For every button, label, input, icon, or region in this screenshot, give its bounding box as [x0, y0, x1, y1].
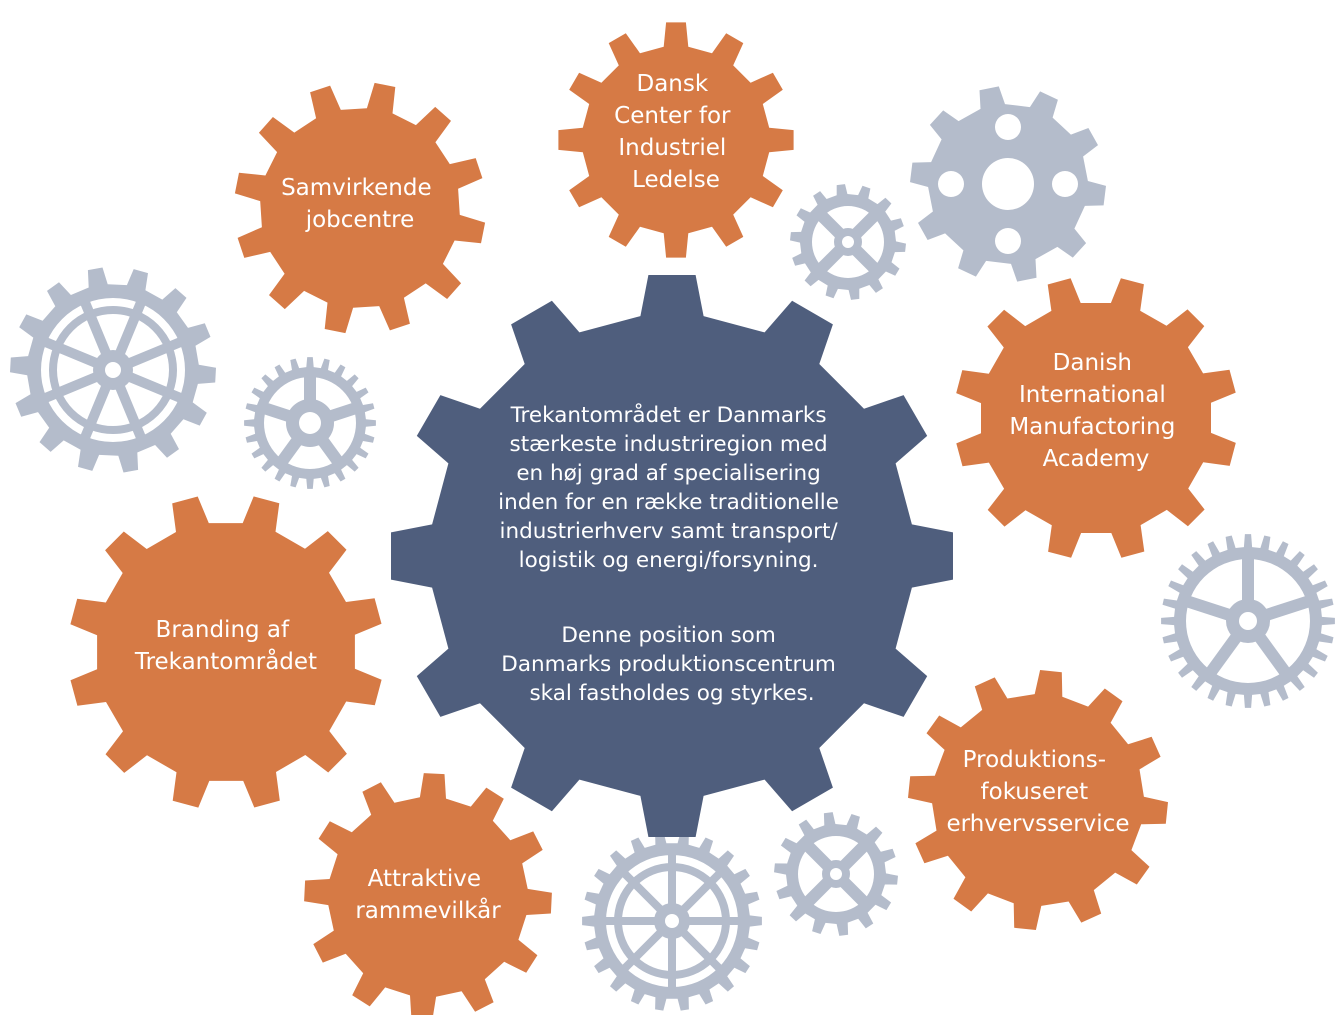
grey-gear-right-hub-hole	[1239, 612, 1257, 630]
center-line: logistik og energi/forsyning.	[519, 548, 819, 573]
grey-gear-wheel-bottom-spoke	[676, 925, 723, 972]
grey-gear-wheel-left-spoke	[80, 300, 114, 361]
grey-gear-holes	[910, 86, 1106, 282]
grey-gear-wheel-bottom-spoke	[676, 870, 723, 917]
grey-gear-wheel-left-spoke	[112, 379, 146, 440]
center-line: industrierhverv samt transport/	[500, 519, 839, 544]
center-text: Trekantområdet er Danmarks stærkeste ind…	[498, 402, 846, 706]
grey-gear-x-top-hub-hole	[842, 236, 854, 248]
center-line: Trekantområdet er Danmarks	[510, 402, 827, 428]
grey-gear-x-bottom-rim	[774, 812, 898, 936]
grey-gear-right-spoke	[1206, 628, 1246, 676]
grey-gear-x-top-rim	[790, 184, 906, 300]
grey-gear-right-spoke	[1186, 595, 1238, 623]
grey-gear-wheel-left-rim	[10, 267, 216, 473]
grey-gear-wheel-left-spoke	[112, 300, 146, 361]
grey-gear-wheel-left-spoke	[43, 369, 104, 403]
grey-gear-wheel-left-hub-hole	[105, 362, 121, 378]
gear-label-branding: Branding af Trekantområdet	[134, 617, 317, 675]
center-line: skal fastholdes og styrkes.	[529, 681, 814, 706]
grey-gear-wheel-bottom-spoke	[682, 917, 739, 925]
gear-label-attraktive: Attraktive rammevilkår	[355, 866, 501, 924]
grey-gear-right-spoke	[1258, 595, 1310, 623]
gear-attraktive	[304, 773, 552, 1015]
gear-label-produktion: Produktions- fokuseret erhvervsservice	[947, 747, 1130, 837]
gear-produktion	[908, 670, 1168, 930]
grey-gear-wheel-bottom-spoke	[621, 925, 668, 972]
grey-gear-x-bottom-hub-hole	[830, 868, 842, 880]
grey-gear-right-spoke	[1250, 628, 1290, 676]
center-line: stærkeste industriregion med	[510, 432, 828, 457]
grey-gear-wheel-bottom-spoke	[621, 870, 668, 917]
grey-gear-wheel-left-spoke	[122, 369, 183, 403]
grey-gear-right	[1161, 534, 1335, 708]
grey-gear-wheel-left-spoke	[122, 337, 183, 371]
grey-gear-holes-body	[910, 86, 1106, 282]
center-line: inden for en række traditionelle	[498, 490, 839, 515]
gear-center	[391, 275, 953, 837]
grey-gear-wheel-bottom-spoke	[668, 931, 676, 988]
center-line: Danmarks produktionscentrum	[501, 652, 836, 677]
grey-gear-x-bottom	[774, 812, 898, 936]
center-line: Denne position som	[561, 623, 775, 648]
grey-gear-wheel-left-inner-ring	[49, 306, 177, 434]
grey-gear-small-left-rim	[244, 357, 376, 489]
center-line: en høj grad af specialisering	[516, 461, 821, 486]
grey-gear-wheel-left-spoke	[80, 379, 114, 440]
grey-gear-wheel-bottom-spoke	[668, 854, 676, 911]
grey-gear-wheel-left-spoke	[43, 337, 104, 371]
gear-samvirkende	[234, 82, 486, 334]
grey-gear-x-top	[790, 184, 906, 300]
gear-label-dansk-center: Dansk Center for Industriel Ledelse	[614, 71, 738, 193]
gear-branding	[70, 496, 382, 808]
gear-dansk-center	[558, 22, 794, 258]
gear-dima	[956, 278, 1236, 558]
gear-label-dima: Danish International Manufactoring Acade…	[1009, 350, 1182, 472]
grey-gear-small-left-hub-hole	[299, 412, 321, 434]
grey-gear-wheel-bottom-spoke	[605, 917, 662, 925]
grey-gear-wheel-bottom-hub-hole	[665, 914, 679, 928]
grey-gear-small-left	[244, 357, 376, 489]
gear-label-samvirkende: Samvirkende jobcentre	[281, 175, 439, 233]
grey-gear-right-spoke	[1242, 558, 1254, 608]
grey-gear-wheel-bottom	[582, 831, 762, 1011]
grey-gear-wheel-left	[10, 267, 216, 473]
